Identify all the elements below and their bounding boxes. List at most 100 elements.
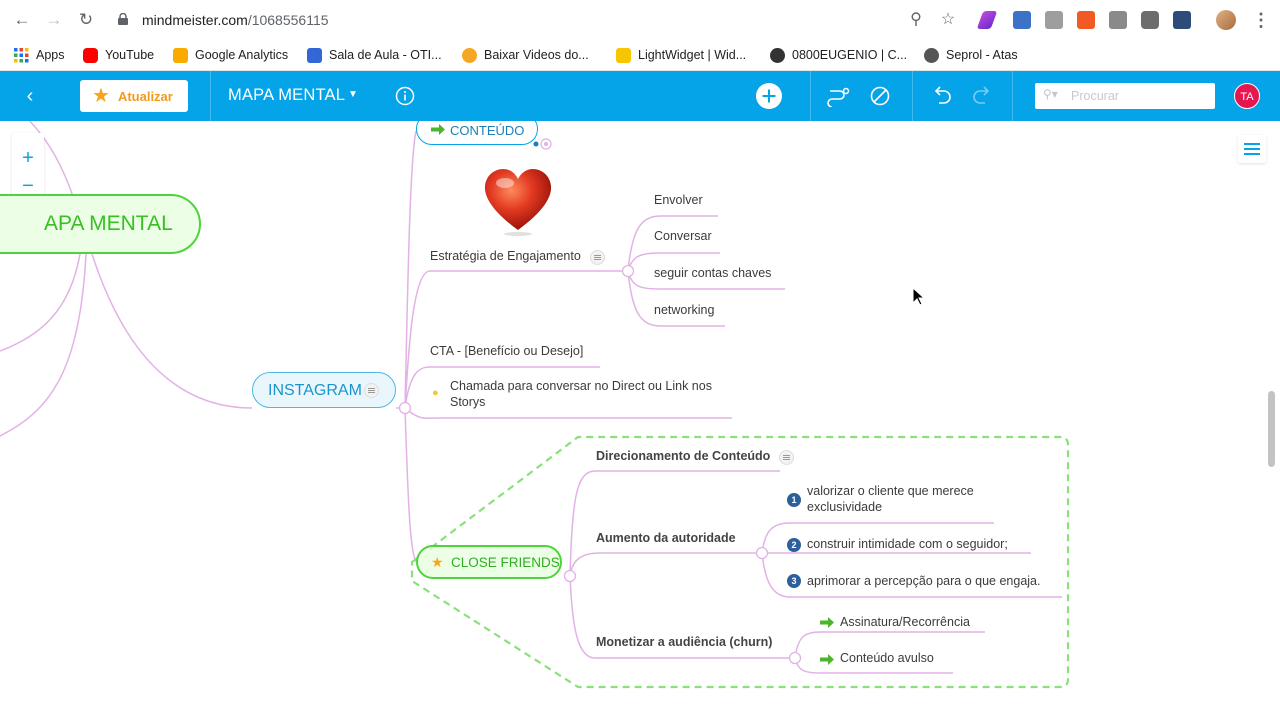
extension-pen-icon[interactable] <box>976 11 998 29</box>
chamada-topic[interactable]: Chamada para conversar no Direct ou Link… <box>450 379 712 393</box>
reload-icon[interactable]: ↻ <box>78 10 94 29</box>
autoridade-item-line2[interactable]: exclusividade <box>807 500 883 514</box>
mindmeister-toolbar: ‹ ★ Atualizar MAPA MENTAL ▼ ⚲▾ TA <box>0 71 1280 121</box>
search-input[interactable] <box>1071 87 1207 105</box>
engajamento-item[interactable]: Envolver <box>654 193 703 207</box>
cta-topic[interactable]: CTA - [Benefício ou Desejo] <box>430 344 584 358</box>
upgrade-label: Atualizar <box>117 88 173 104</box>
bookmarks-bar: Apps YouTube Google Analytics Sala de Au… <box>0 40 1280 71</box>
mindmap-canvas[interactable]: + − APA MENTAL CONTEÚDO Estratégia de En <box>0 121 1280 720</box>
toolbar-divider <box>912 71 913 121</box>
outline-menu-icon[interactable] <box>1238 135 1266 163</box>
heart-image <box>484 169 552 236</box>
extension-blocks-icon[interactable] <box>1109 11 1127 29</box>
conteudo-label: CONTEÚDO <box>450 123 525 138</box>
engajamento-item[interactable]: seguir contas chaves <box>654 266 772 280</box>
undo-icon[interactable] <box>931 86 953 106</box>
extension-note-icon[interactable] <box>1045 11 1063 29</box>
root-node[interactable]: APA MENTAL <box>0 194 201 254</box>
disable-icon[interactable] <box>869 85 891 107</box>
chamada-topic-line2[interactable]: Storys <box>450 395 486 409</box>
chevron-left-icon[interactable]: ‹ <box>26 85 34 107</box>
download-icon <box>462 47 477 63</box>
bookmark-0800eugenio[interactable]: 0800EUGENIO | C... <box>770 44 907 66</box>
bookmark-label: Seprol - Atas <box>946 48 1018 62</box>
apps-grid-icon <box>14 47 29 62</box>
green-arrow-icon <box>431 124 445 135</box>
lock-icon <box>118 13 128 25</box>
engajamento-topic[interactable]: Estratégia de Engajamento <box>430 249 581 263</box>
profile-avatar-icon[interactable] <box>1216 10 1236 30</box>
chrome-menu-icon[interactable]: ⋮ <box>1252 10 1270 30</box>
note-icon[interactable] <box>364 383 379 398</box>
redo-icon[interactable] <box>971 86 993 106</box>
extension-ticket-icon[interactable] <box>1173 11 1191 29</box>
bookmark-baixar-videos[interactable]: Baixar Videos do... <box>462 44 589 66</box>
note-icon[interactable] <box>590 250 605 265</box>
autoridade-item[interactable]: aprimorar a percepção para o que engaja. <box>807 574 1041 588</box>
bookmark-sala-de-aula[interactable]: Sala de Aula - OTI... <box>307 44 442 66</box>
bookmark-label: LightWidget | Wid... <box>638 48 747 62</box>
engajamento-item[interactable]: Conversar <box>654 229 712 243</box>
autoridade-item[interactable]: construir intimidade com o seguidor; <box>807 537 1008 551</box>
toolbar-divider <box>1012 71 1013 121</box>
caret-down-icon[interactable]: ▼ <box>348 89 358 100</box>
map-title-dropdown[interactable]: MAPA MENTAL <box>228 86 346 104</box>
bookmark-label: Apps <box>36 48 65 62</box>
info-icon[interactable] <box>395 86 415 106</box>
classroom-icon <box>307 47 322 63</box>
priority-1-icon: 1 <box>787 493 801 507</box>
bookmark-lightwidget[interactable]: LightWidget | Wid... <box>616 44 746 66</box>
connect-icon[interactable] <box>827 85 851 107</box>
zoom-in-icon[interactable]: + <box>22 147 34 169</box>
bookmark-seprol[interactable]: Seprol - Atas <box>924 44 1018 66</box>
eugenio-icon <box>770 47 785 63</box>
close-friends-node[interactable]: ★ CLOSE FRIENDS <box>416 545 562 579</box>
instagram-node[interactable]: INSTAGRAM <box>252 372 396 408</box>
note-icon[interactable] <box>779 450 794 465</box>
analytics-icon <box>173 47 188 63</box>
bookmark-label: Baixar Videos do... <box>484 48 589 62</box>
lightbulb-icon: ● <box>432 387 439 399</box>
zoom-out-icon[interactable]: − <box>22 175 34 197</box>
url-path: /1068556115 <box>247 12 329 28</box>
back-arrow-icon[interactable]: ← <box>13 10 31 29</box>
search-box: ⚲▾ <box>1035 83 1215 109</box>
zoom-magnifier-icon[interactable]: ⚲ <box>910 11 922 28</box>
root-node-label: APA MENTAL <box>44 212 173 235</box>
upgrade-button[interactable]: ★ Atualizar <box>80 80 188 112</box>
conteudo-node[interactable]: CONTEÚDO <box>416 121 538 145</box>
instagram-label: INSTAGRAM <box>268 382 362 399</box>
priority-3-icon: 3 <box>787 574 801 588</box>
star-icon: ★ <box>431 554 444 570</box>
url-text: mindmeister.com/1068556115 <box>142 12 329 28</box>
direcionamento-topic[interactable]: Direcionamento de Conteúdo <box>596 449 771 463</box>
bookmark-label: YouTube <box>105 48 155 62</box>
user-avatar[interactable]: TA <box>1234 83 1260 109</box>
monetizar-item[interactable]: Conteúdo avulso <box>840 651 934 665</box>
bookmark-label: Google Analytics <box>195 48 289 62</box>
youtube-icon <box>83 47 98 63</box>
add-node-icon[interactable] <box>755 82 783 110</box>
vertical-scrollbar[interactable] <box>1268 391 1275 467</box>
monetizar-item[interactable]: Assinatura/Recorrência <box>840 615 970 629</box>
bookmark-youtube[interactable]: YouTube <box>83 44 154 66</box>
url-host: mindmeister.com <box>142 12 248 28</box>
address-bar[interactable]: mindmeister.com/1068556115 ⚲ ☆ <box>108 6 968 34</box>
extension-window-icon[interactable] <box>1013 11 1031 29</box>
extension-hexagon-icon[interactable] <box>1141 11 1159 29</box>
forward-arrow-icon[interactable]: → <box>45 10 63 29</box>
search-icon: ⚲▾ <box>1043 87 1058 101</box>
bookmark-google-analytics[interactable]: Google Analytics <box>173 44 288 66</box>
bookmark-star-icon[interactable]: ☆ <box>940 11 956 28</box>
extension-chart-icon[interactable] <box>1077 11 1095 29</box>
close-friends-label: CLOSE FRIENDS <box>451 555 560 570</box>
star-icon: ★ <box>92 85 110 107</box>
priority-2-icon: 2 <box>787 538 801 552</box>
bookmark-apps[interactable]: Apps <box>14 44 65 66</box>
monetizar-topic[interactable]: Monetizar a audiência (churn) <box>596 635 773 649</box>
autoridade-topic[interactable]: Aumento da autoridade <box>596 531 736 545</box>
engajamento-item[interactable]: networking <box>654 303 715 317</box>
autoridade-item[interactable]: valorizar o cliente que merece <box>807 484 974 498</box>
globe-icon <box>924 47 939 63</box>
